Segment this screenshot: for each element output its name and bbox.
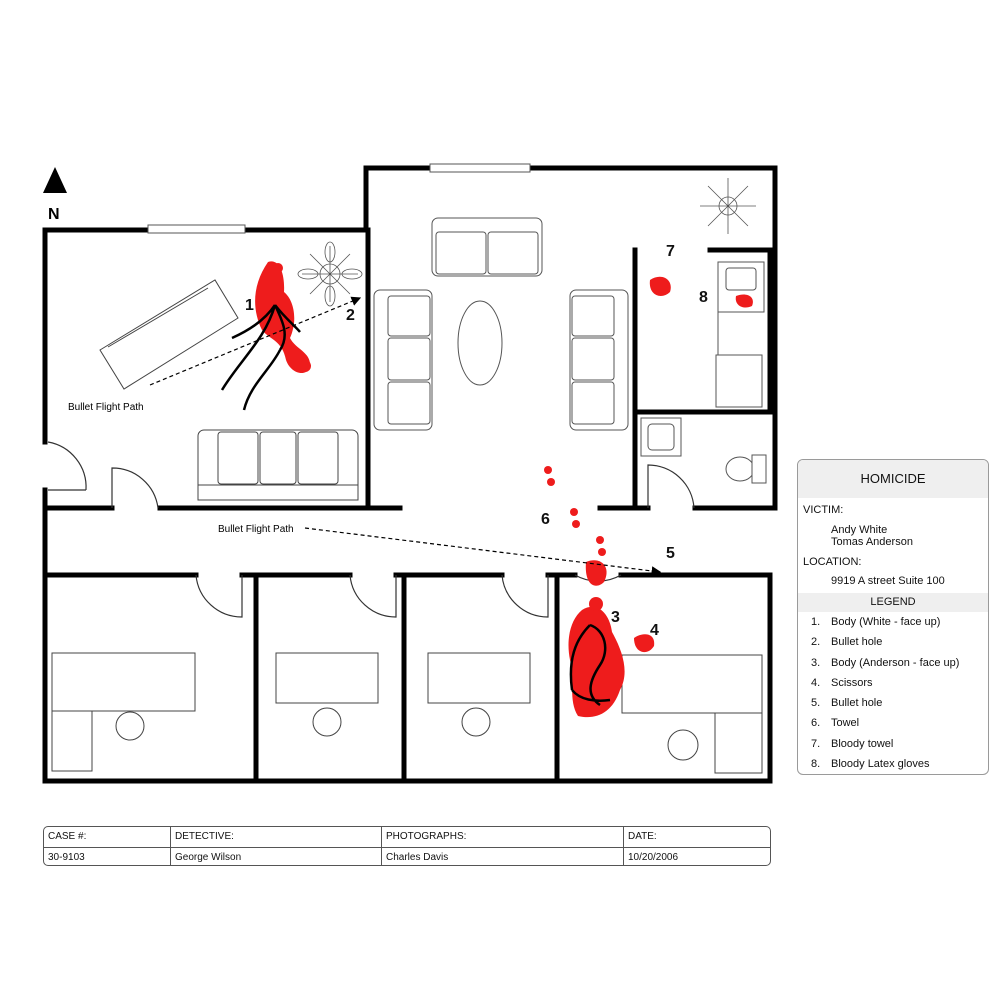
legend-heading: LEGEND: [798, 593, 988, 612]
legend-item: 8.Bloody Latex gloves: [811, 758, 930, 771]
north-label: N: [48, 206, 60, 223]
legend-item: 2.Bullet hole: [811, 636, 883, 649]
date-label: DATE:: [624, 827, 770, 848]
legend-item: 1.Body (White - face up): [811, 616, 941, 628]
office-chairs: [115, 707, 699, 761]
marker-2: 2: [346, 307, 355, 324]
sofa-office-1: [197, 429, 359, 501]
legend-item: 3.Body (Anderson - face up): [811, 656, 960, 669]
photographs-label: PHOTOGRAPHS:: [382, 827, 623, 848]
legend-item: 6.Towel: [811, 717, 860, 730]
legend-item: 7.Bloody towel: [811, 737, 894, 750]
bathroom-fixtures: [640, 417, 767, 484]
legend-item: 5.Bullet hole: [811, 697, 883, 710]
case-details-table: CASE #: 30-9103 DETECTIVE: George Wilson…: [43, 826, 771, 866]
victim-name: Tomas Anderson: [831, 536, 913, 548]
legend-item: 4.Scissors: [811, 676, 873, 689]
lobby-furniture: [373, 217, 629, 431]
desk-rotated: [99, 279, 239, 390]
bullet-path-label-2: Bullet Flight Path: [218, 524, 294, 535]
windows: [147, 163, 531, 234]
doors: [47, 441, 695, 618]
case-number-label: CASE #:: [44, 827, 170, 848]
marker-8: 8: [699, 289, 708, 306]
legend-list: 1.Body (White - face up) 2.Bullet hole 3…: [798, 612, 988, 774]
case-info-panel: HOMICIDE VICTIM: Andy White Tomas Anders…: [797, 459, 989, 775]
marker-1: 1: [245, 297, 254, 314]
marker-7: 7: [666, 243, 675, 260]
panel-title: HOMICIDE: [798, 460, 988, 498]
bullet-path-label-1: Bullet Flight Path: [68, 402, 144, 413]
marker-5: 5: [666, 545, 675, 562]
plant-icon: [297, 241, 363, 307]
case-number-value: 30-9103: [48, 852, 85, 863]
photographs-value: Charles Davis: [386, 852, 449, 863]
date-value: 10/20/2006: [628, 852, 679, 863]
body-outline-white: [220, 304, 301, 411]
location-label: LOCATION:: [803, 556, 862, 568]
victim-label: VICTIM:: [803, 504, 844, 516]
marker-3: 3: [611, 609, 620, 626]
plant-icon: [700, 178, 756, 234]
body-outline-anderson: [569, 623, 611, 707]
location-value: 9919 A street Suite 100: [831, 575, 945, 587]
marker-4: 4: [650, 622, 659, 639]
marker-6: 6: [541, 511, 550, 528]
north-arrow-icon: [43, 167, 67, 193]
bullet-flight-paths: [149, 296, 662, 576]
detective-value: George Wilson: [175, 852, 242, 863]
office-desks: [51, 652, 763, 774]
victim-name: Andy White: [831, 524, 888, 536]
detective-label: DETECTIVE:: [171, 827, 381, 848]
evidence-markers: 1 2 3 4 5 6 7 8: [245, 243, 708, 639]
walls: [42, 165, 778, 784]
kitchen-fixtures: [715, 261, 765, 408]
